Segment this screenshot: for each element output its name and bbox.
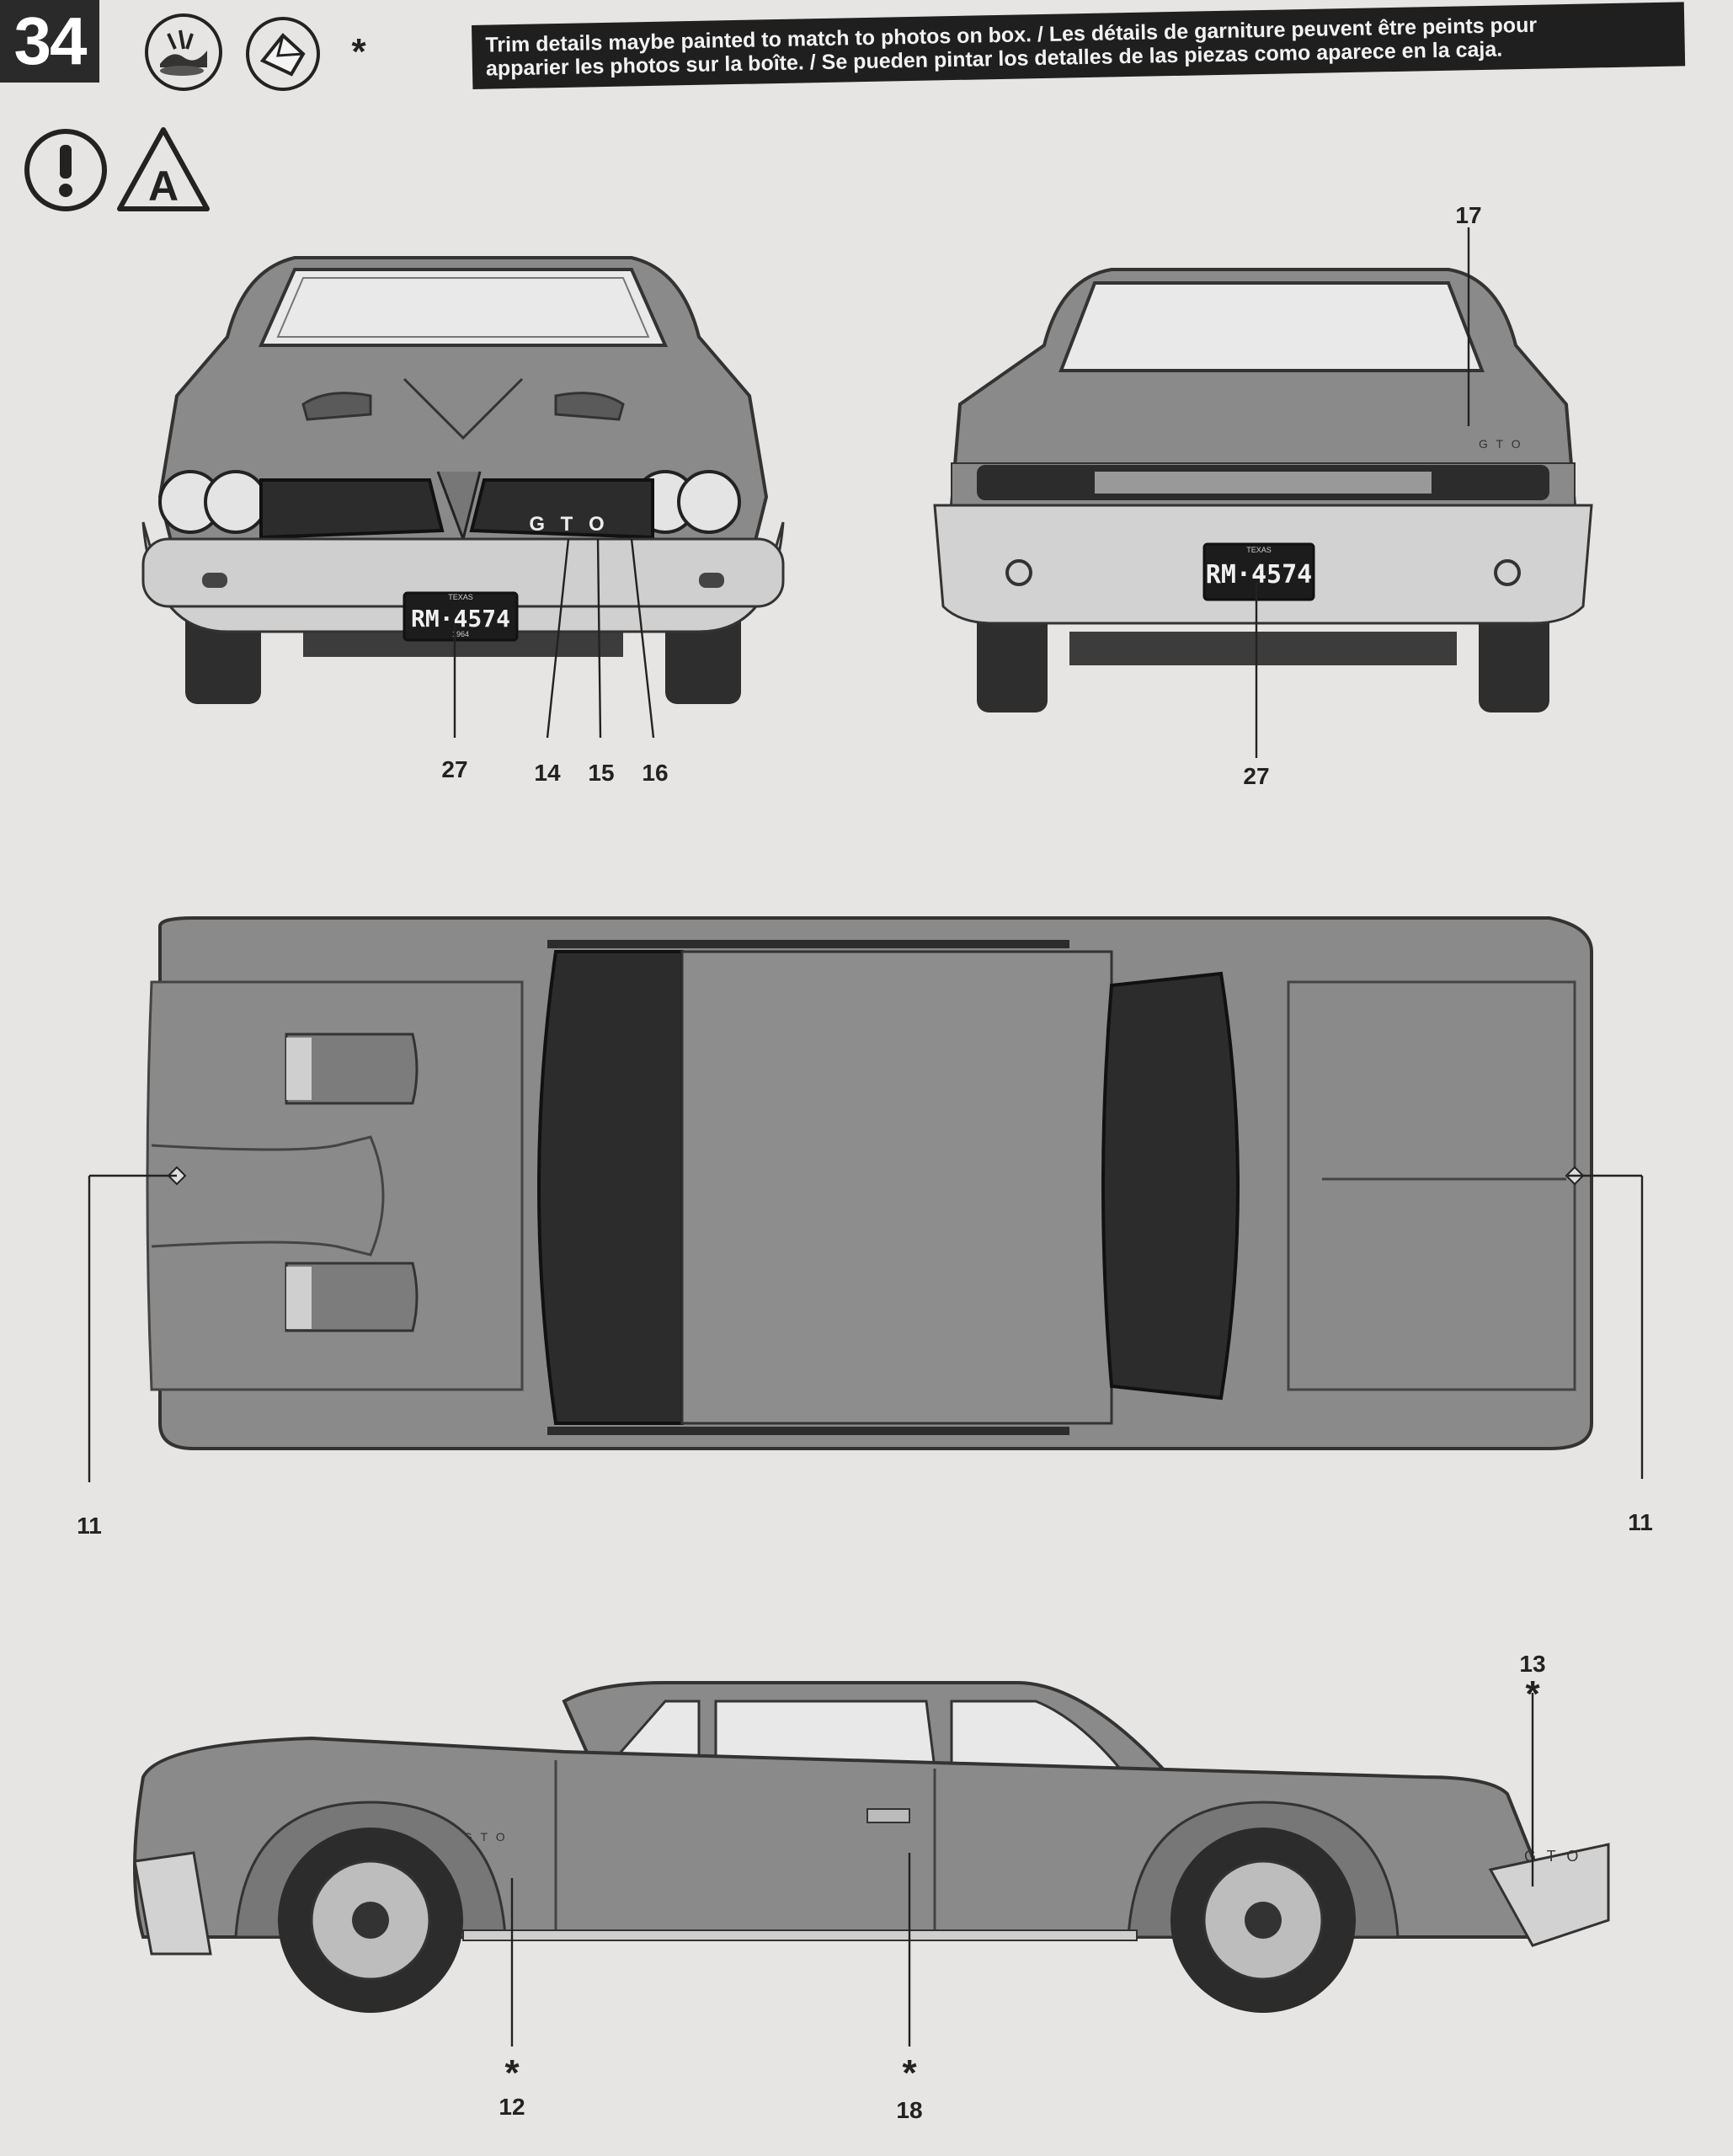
rear-gto-emblem: G T O [1479, 437, 1523, 451]
callout-18: 18 [896, 2097, 923, 2123]
callout-27-rear: 27 [1243, 763, 1270, 789]
adult-supervision-icon: A [117, 127, 210, 211]
callout-17: 17 [1455, 202, 1482, 228]
front-plate-year: 1964 [452, 630, 469, 638]
callout-14: 14 [534, 760, 561, 786]
callout-27-front: 27 [441, 756, 468, 782]
front-callout-leaders [453, 539, 655, 739]
trim-note-banner: Trim details maybe painted to match to p… [472, 2, 1686, 89]
callout-12-asterisk: * [504, 2052, 520, 2094]
side-view-car: G T O G T O [133, 1681, 1610, 2013]
side-gto-emblem-rear: G T O [1524, 1848, 1581, 1865]
decal-apply-icon [246, 17, 320, 91]
callout-11-right: 11 [1628, 1509, 1653, 1535]
side-gto-emblem-front: G T O [463, 1830, 508, 1844]
top-view-car [146, 916, 1593, 1450]
callout-16: 16 [642, 760, 669, 786]
optional-asterisk: * [351, 31, 366, 72]
callout-12: 12 [499, 2094, 525, 2120]
rear-plate-number: RM·4574 [1206, 560, 1312, 590]
rear-callout-leaders [1255, 227, 1470, 758]
front-view-car: G T O TEXAS RM·4574 1964 [141, 256, 785, 704]
callout-13: 13 [1519, 1651, 1546, 1677]
rear-view-car: G T O TEXAS RM·4574 [933, 268, 1593, 712]
callout-18-asterisk: * [902, 2052, 917, 2094]
front-plate-number: RM·4574 [411, 605, 510, 632]
front-gto-emblem: G T O [529, 513, 609, 536]
decal-water-slide-icon [145, 13, 222, 91]
rear-plate-state: TEXAS [1246, 546, 1272, 554]
adult-letter: A [148, 163, 179, 210]
callout-11-left: 11 [77, 1513, 102, 1539]
callout-15: 15 [588, 760, 615, 786]
step-number: 34 [0, 0, 99, 83]
exclamation-icon [24, 129, 107, 211]
front-plate-state: TEXAS [448, 593, 473, 601]
callout-13-asterisk: * [1525, 1673, 1540, 1715]
side-callout-leaders [510, 1693, 1534, 2047]
top-callout-leaders [88, 1174, 1644, 1482]
